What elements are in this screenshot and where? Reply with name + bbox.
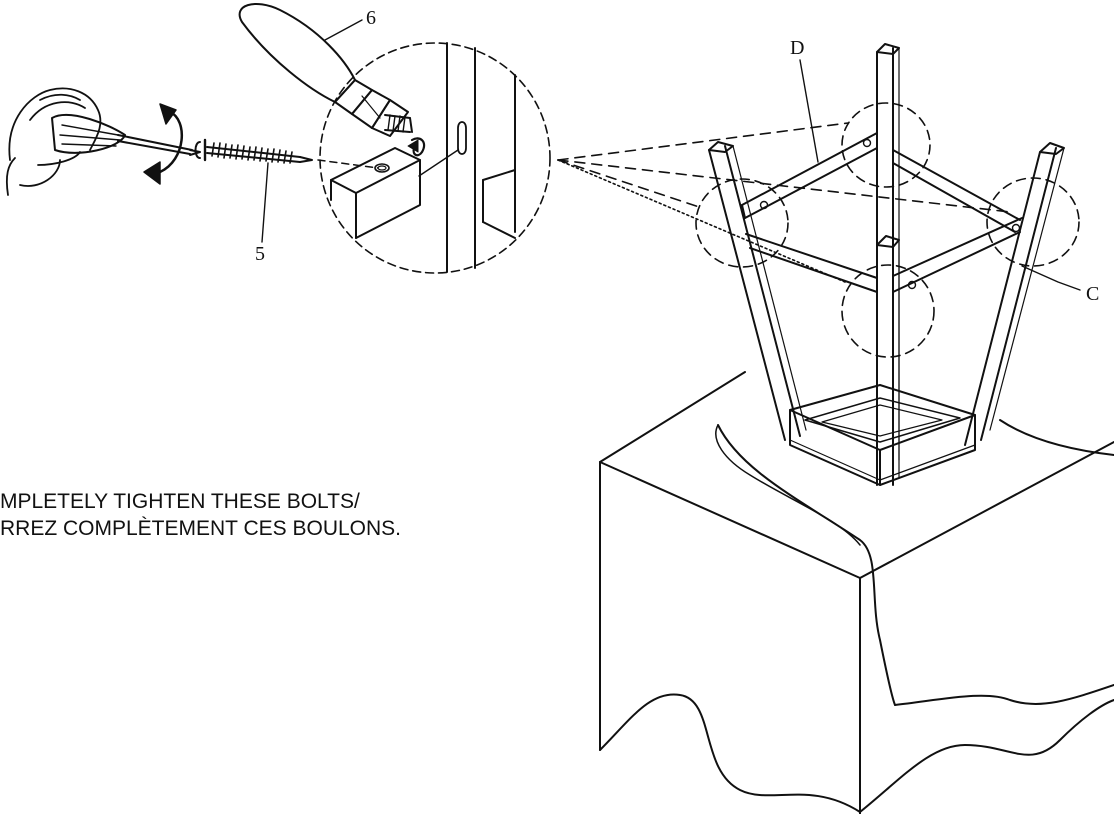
label-part-c: C (1086, 283, 1100, 305)
screwdriver-icon (51, 113, 201, 156)
label-part-d: D (790, 37, 805, 59)
rotation-arrow-icon (143, 103, 183, 185)
label-part-5: 5 (255, 243, 265, 265)
screw-icon (194, 138, 313, 243)
rail-end (330, 147, 421, 239)
allen-key-icon (238, 3, 426, 157)
projection-lines (557, 122, 1011, 283)
stool-upside-down (695, 43, 1081, 486)
label-part-6: 6 (366, 7, 376, 29)
instruction-line-english: MPLETELY TIGHTEN THESE BOLTS/ (0, 490, 360, 513)
table-with-cloth (599, 371, 1114, 815)
detail-magnifier (319, 42, 551, 274)
instruction-line-french: RREZ COMPLÈTEMENT CES BOULONS. (0, 517, 402, 540)
hand-icon (5, 87, 102, 196)
